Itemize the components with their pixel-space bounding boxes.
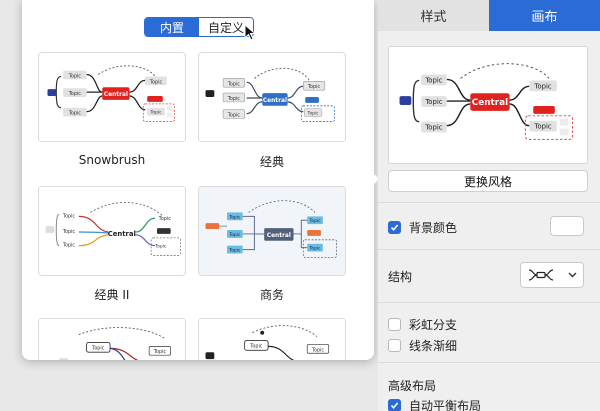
- theme-card-5[interactable]: Topic Topic: [38, 318, 186, 360]
- segment-custom[interactable]: 自定义: [199, 18, 253, 36]
- central-label: Central: [104, 92, 128, 98]
- current-theme-preview: Topic Topic Topic Central Topic Topic: [399, 63, 574, 140]
- topic-label: Topic: [227, 113, 241, 119]
- topic-label: Topic: [153, 349, 167, 355]
- rainbow-branch-row: 彩虹分支: [388, 316, 457, 333]
- mouse-cursor-icon: [244, 24, 257, 41]
- theme-preview-5: Topic Topic: [59, 327, 172, 360]
- theme-card-classic-2[interactable]: Topic Topic Topic Central Topic Topic: [38, 186, 186, 276]
- topic-label: Topic: [249, 343, 263, 349]
- background-color-checkbox[interactable]: [388, 221, 401, 234]
- topic-label: Topic: [424, 124, 443, 132]
- background-color-label: 背景颜色: [409, 221, 458, 235]
- tab-canvas[interactable]: 画布: [489, 0, 600, 31]
- theme-label-business: 商务: [259, 288, 284, 302]
- topic-label: Topic: [228, 214, 241, 220]
- topic-label: Topic: [68, 111, 82, 117]
- topic-label: Topic: [311, 347, 325, 353]
- topic-label: Topic: [158, 216, 172, 222]
- theme-preview-snowbrush: Topic Topic Topic Central Topic Topic: [47, 65, 175, 122]
- background-color-swatch[interactable]: [550, 216, 584, 236]
- theme-popover: 内置 自定义 Topic Topic Topic Central Topic: [22, 0, 374, 360]
- change-style-button[interactable]: 更换风格: [388, 170, 588, 192]
- auto-balance-checkbox[interactable]: [388, 399, 401, 411]
- divider: [378, 362, 600, 363]
- topic-label: Topic: [533, 123, 552, 131]
- theme-preview-classic: Topic Topic Topic Central Topic Topic: [205, 67, 335, 122]
- theme-label-classic-2: 经典 II: [94, 288, 130, 302]
- divider: [378, 202, 600, 203]
- topic-label: Topic: [91, 345, 105, 351]
- theme-card-6[interactable]: Topic Topic: [198, 318, 346, 360]
- topic-label: Topic: [424, 98, 443, 106]
- topic-label: Topic: [62, 229, 76, 235]
- theme-label-snowbrush: Snowbrush: [78, 153, 146, 167]
- central-label: Central: [472, 98, 508, 108]
- format-panel: 样式 画布 Topic Topic Topic Central Topic: [378, 0, 600, 411]
- theme-card-business[interactable]: Topic Topic Topic Central Topic Topic: [198, 186, 346, 276]
- segment-builtin[interactable]: 内置: [145, 18, 199, 36]
- central-label: Central: [267, 233, 291, 239]
- theme-preview-business: Topic Topic Topic Central Topic Topic: [205, 200, 337, 258]
- topic-label: Topic: [533, 82, 552, 90]
- topic-label: Topic: [149, 110, 162, 116]
- theme-label-classic: 经典: [259, 155, 284, 169]
- topic-label: Topic: [308, 246, 321, 252]
- panel-tabs: 样式 画布: [378, 0, 600, 31]
- taper-lines-label: 线条渐细: [409, 339, 458, 353]
- topic-label: Topic: [68, 73, 82, 79]
- checkmark-icon: [390, 402, 399, 410]
- popover-arrow: [370, 170, 379, 188]
- central-label: Central: [263, 98, 287, 104]
- advanced-layout-label: 高级布局: [388, 379, 437, 393]
- central-label: Central: [108, 230, 136, 238]
- topic-label: Topic: [307, 84, 321, 90]
- topic-label: Topic: [307, 111, 320, 117]
- checkmark-icon: [390, 224, 399, 232]
- theme-preview-classic-2: Topic Topic Topic Central Topic Topic: [45, 202, 181, 256]
- divider: [378, 302, 600, 303]
- tab-style[interactable]: 样式: [378, 0, 489, 31]
- topic-label: Topic: [227, 96, 241, 102]
- topic-label: Topic: [424, 76, 443, 84]
- auto-balance-row: 自动平衡布局: [388, 397, 481, 411]
- theme-source-segmented-control: 内置 自定义: [144, 17, 254, 37]
- topic-label: Topic: [228, 248, 241, 254]
- theme-preview: Topic Topic Topic Central Topic Topic: [388, 46, 588, 164]
- structure-select[interactable]: [520, 262, 584, 288]
- topic-label: Topic: [68, 91, 82, 97]
- topic-label: Topic: [308, 218, 321, 224]
- topic-label: Topic: [62, 213, 76, 219]
- rainbow-branch-label: 彩虹分支: [409, 318, 458, 332]
- topic-label: Topic: [154, 244, 167, 250]
- theme-preview-6: Topic Topic: [205, 325, 330, 360]
- auto-balance-label: 自动平衡布局: [409, 399, 482, 411]
- taper-lines-checkbox[interactable]: [388, 339, 401, 352]
- taper-lines-row: 线条渐细: [388, 337, 457, 354]
- topic-label: Topic: [62, 243, 76, 249]
- structure-label: 结构: [388, 270, 413, 284]
- theme-card-snowbrush[interactable]: Topic Topic Topic Central Topic Topic: [38, 52, 186, 142]
- topic-label: Topic: [149, 79, 163, 85]
- background-color-row: 背景颜色: [388, 219, 457, 236]
- mindmap-structure-icon: [528, 269, 554, 281]
- divider: [378, 249, 600, 250]
- topic-label: Topic: [227, 81, 241, 87]
- chevron-down-icon: [568, 272, 577, 278]
- rainbow-branch-checkbox[interactable]: [388, 318, 401, 331]
- topic-label: Topic: [228, 232, 241, 238]
- theme-card-classic[interactable]: Topic Topic Topic Central Topic Topic: [198, 52, 346, 142]
